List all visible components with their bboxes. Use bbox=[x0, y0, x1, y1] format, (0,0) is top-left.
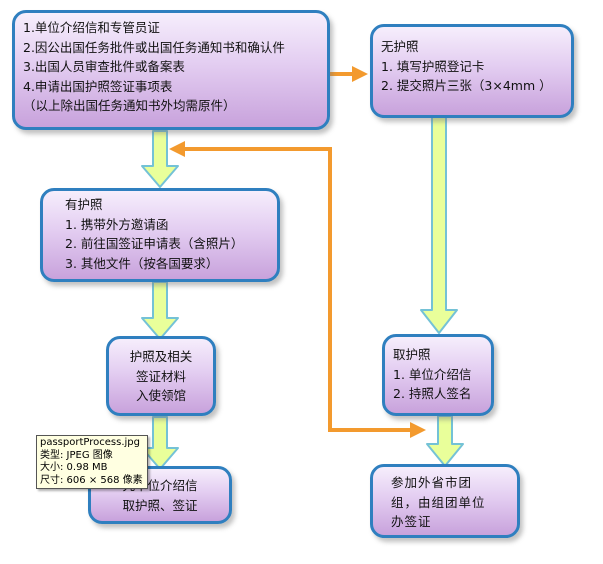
tooltip-filename: passportProcess.jpg bbox=[40, 437, 140, 448]
has-passport-title: 有护照 bbox=[65, 197, 103, 212]
tooltip-size: 大小: 0.98 MB bbox=[40, 462, 108, 473]
arrow-no-passport-to-collect bbox=[420, 116, 458, 334]
no-passport-title: 无护照 bbox=[381, 39, 419, 54]
collect-title: 取护照 bbox=[393, 347, 431, 362]
box-required-documents: 1.单位介绍信和专管员证 2.因公出国任务批件或出国任务通知书和确认件 3.出国… bbox=[12, 10, 330, 130]
submit-line-3: 入使领馆 bbox=[135, 388, 186, 403]
doc-line-2: 2.因公出国任务批件或出国任务通知书和确认件 bbox=[23, 39, 285, 55]
arrow-collect-to-group bbox=[426, 415, 464, 467]
has-passport-step-2: 2. 前往国签证申请表（含照片） bbox=[65, 236, 244, 251]
submit-line-1: 护照及相关 bbox=[129, 349, 193, 364]
group-line-3: 办签证 bbox=[391, 514, 432, 529]
doc-line-3: 3.出国人员审查批件或备案表 bbox=[23, 59, 185, 74]
has-passport-step-1: 1. 携带外方邀请函 bbox=[65, 216, 169, 232]
doc-line-1: 1.单位介绍信和专管员证 bbox=[23, 20, 160, 35]
submit-line-2: 签证材料 bbox=[135, 368, 186, 384]
doc-line-5: （以上除出国任务通知书外均需原件） bbox=[23, 98, 236, 113]
box-collect-passport: 取护照 1. 单位介绍信 2. 持照人签名 bbox=[382, 334, 494, 416]
file-info-tooltip: passportProcess.jpg 类型: JPEG 图像 大小: 0.98… bbox=[36, 435, 148, 489]
group-line-1: 参加外省市团 bbox=[391, 475, 473, 490]
tooltip-type: 类型: JPEG 图像 bbox=[40, 449, 113, 461]
box-no-passport: 无护照 1. 填写护照登记卡 2. 提交照片三张（3×4mm ） bbox=[370, 24, 574, 118]
no-passport-step-1: 1. 填写护照登记卡 bbox=[381, 58, 485, 74]
box-has-passport: 有护照 1. 携带外方邀请函 2. 前往国签证申请表（含照片） 3. 其他文件（… bbox=[40, 188, 280, 282]
no-passport-step-2: 2. 提交照片三张（3×4mm ） bbox=[381, 78, 552, 93]
tooltip-dimensions: 尺寸: 606 × 568 像素 bbox=[40, 474, 143, 486]
group-line-2: 组，由组团单位 bbox=[391, 494, 486, 510]
arrow-loop-to-has-passport bbox=[185, 147, 410, 432]
arrow-has-passport-to-submit bbox=[141, 281, 179, 340]
arrow-submit-to-pickup bbox=[141, 416, 179, 470]
pickup-line-2: 取护照、签证 bbox=[122, 497, 198, 513]
collect-step-1: 1. 单位介绍信 bbox=[393, 366, 472, 382]
has-passport-step-3: 3. 其他文件（按各国要求） bbox=[65, 255, 219, 271]
box-pickup-visa: 凭单位介绍信 取护照、签证 bbox=[88, 466, 232, 524]
doc-line-4: 4.申请出国护照签证事项表 bbox=[23, 78, 173, 94]
arrow-documents-to-has-passport bbox=[141, 130, 179, 188]
collect-step-2: 2. 持照人签名 bbox=[393, 386, 472, 401]
box-group-visa: 参加外省市团 组，由组团单位 办签证 bbox=[370, 464, 520, 538]
box-submit-embassy: 护照及相关 签证材料 入使领馆 bbox=[106, 336, 216, 416]
